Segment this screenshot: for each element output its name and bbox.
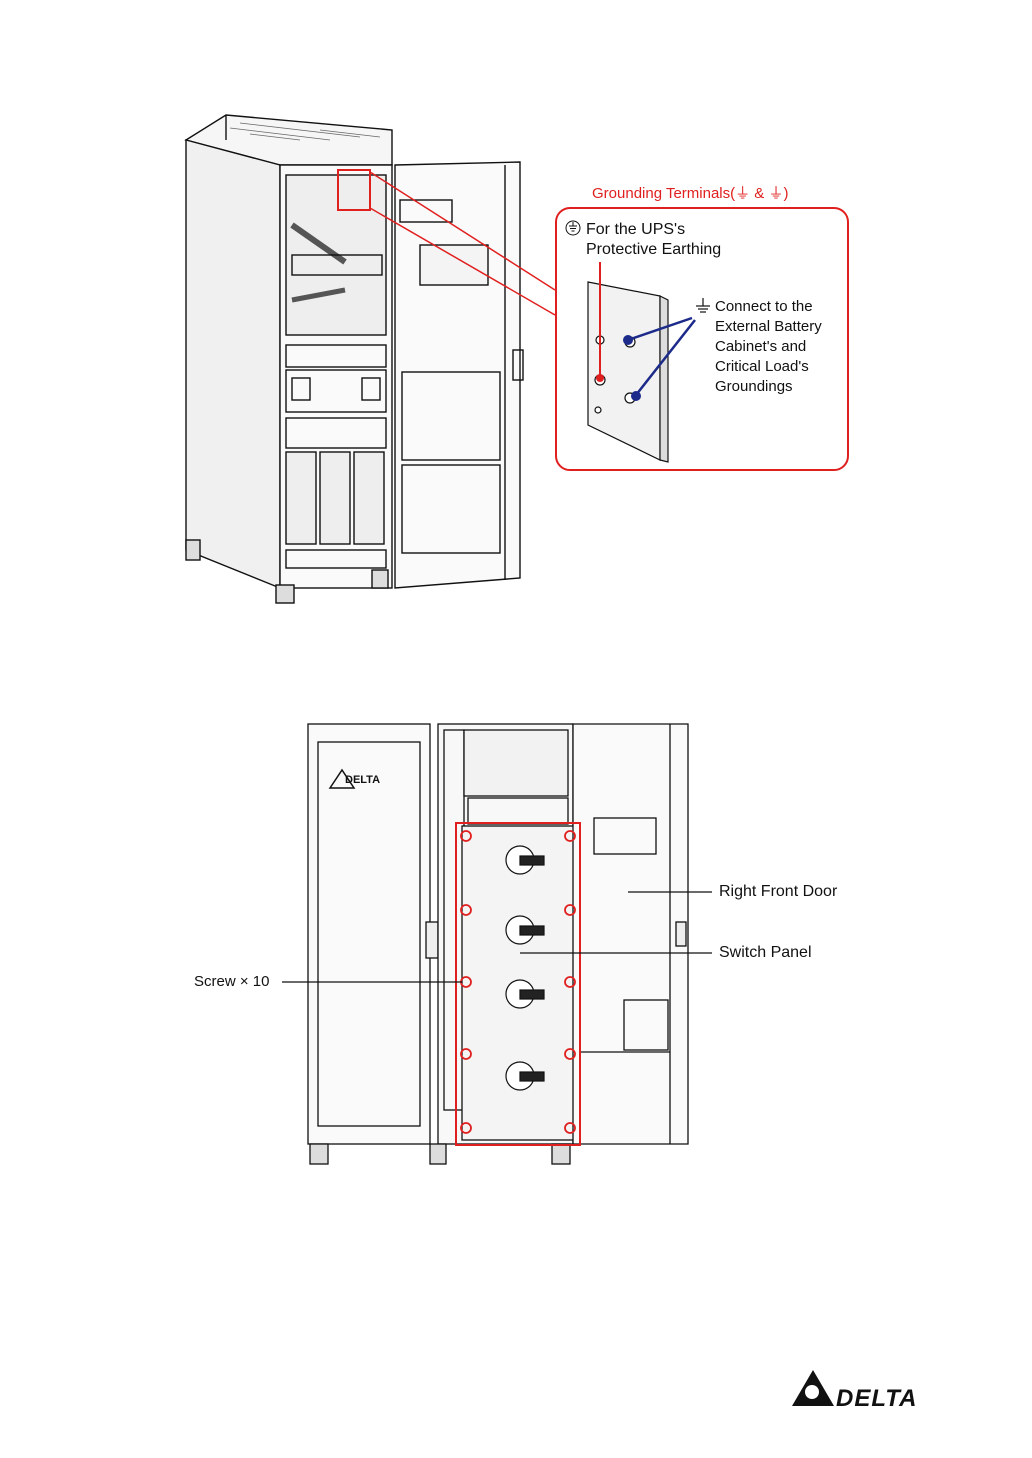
footer-brand-text: DELTA <box>836 1385 917 1413</box>
